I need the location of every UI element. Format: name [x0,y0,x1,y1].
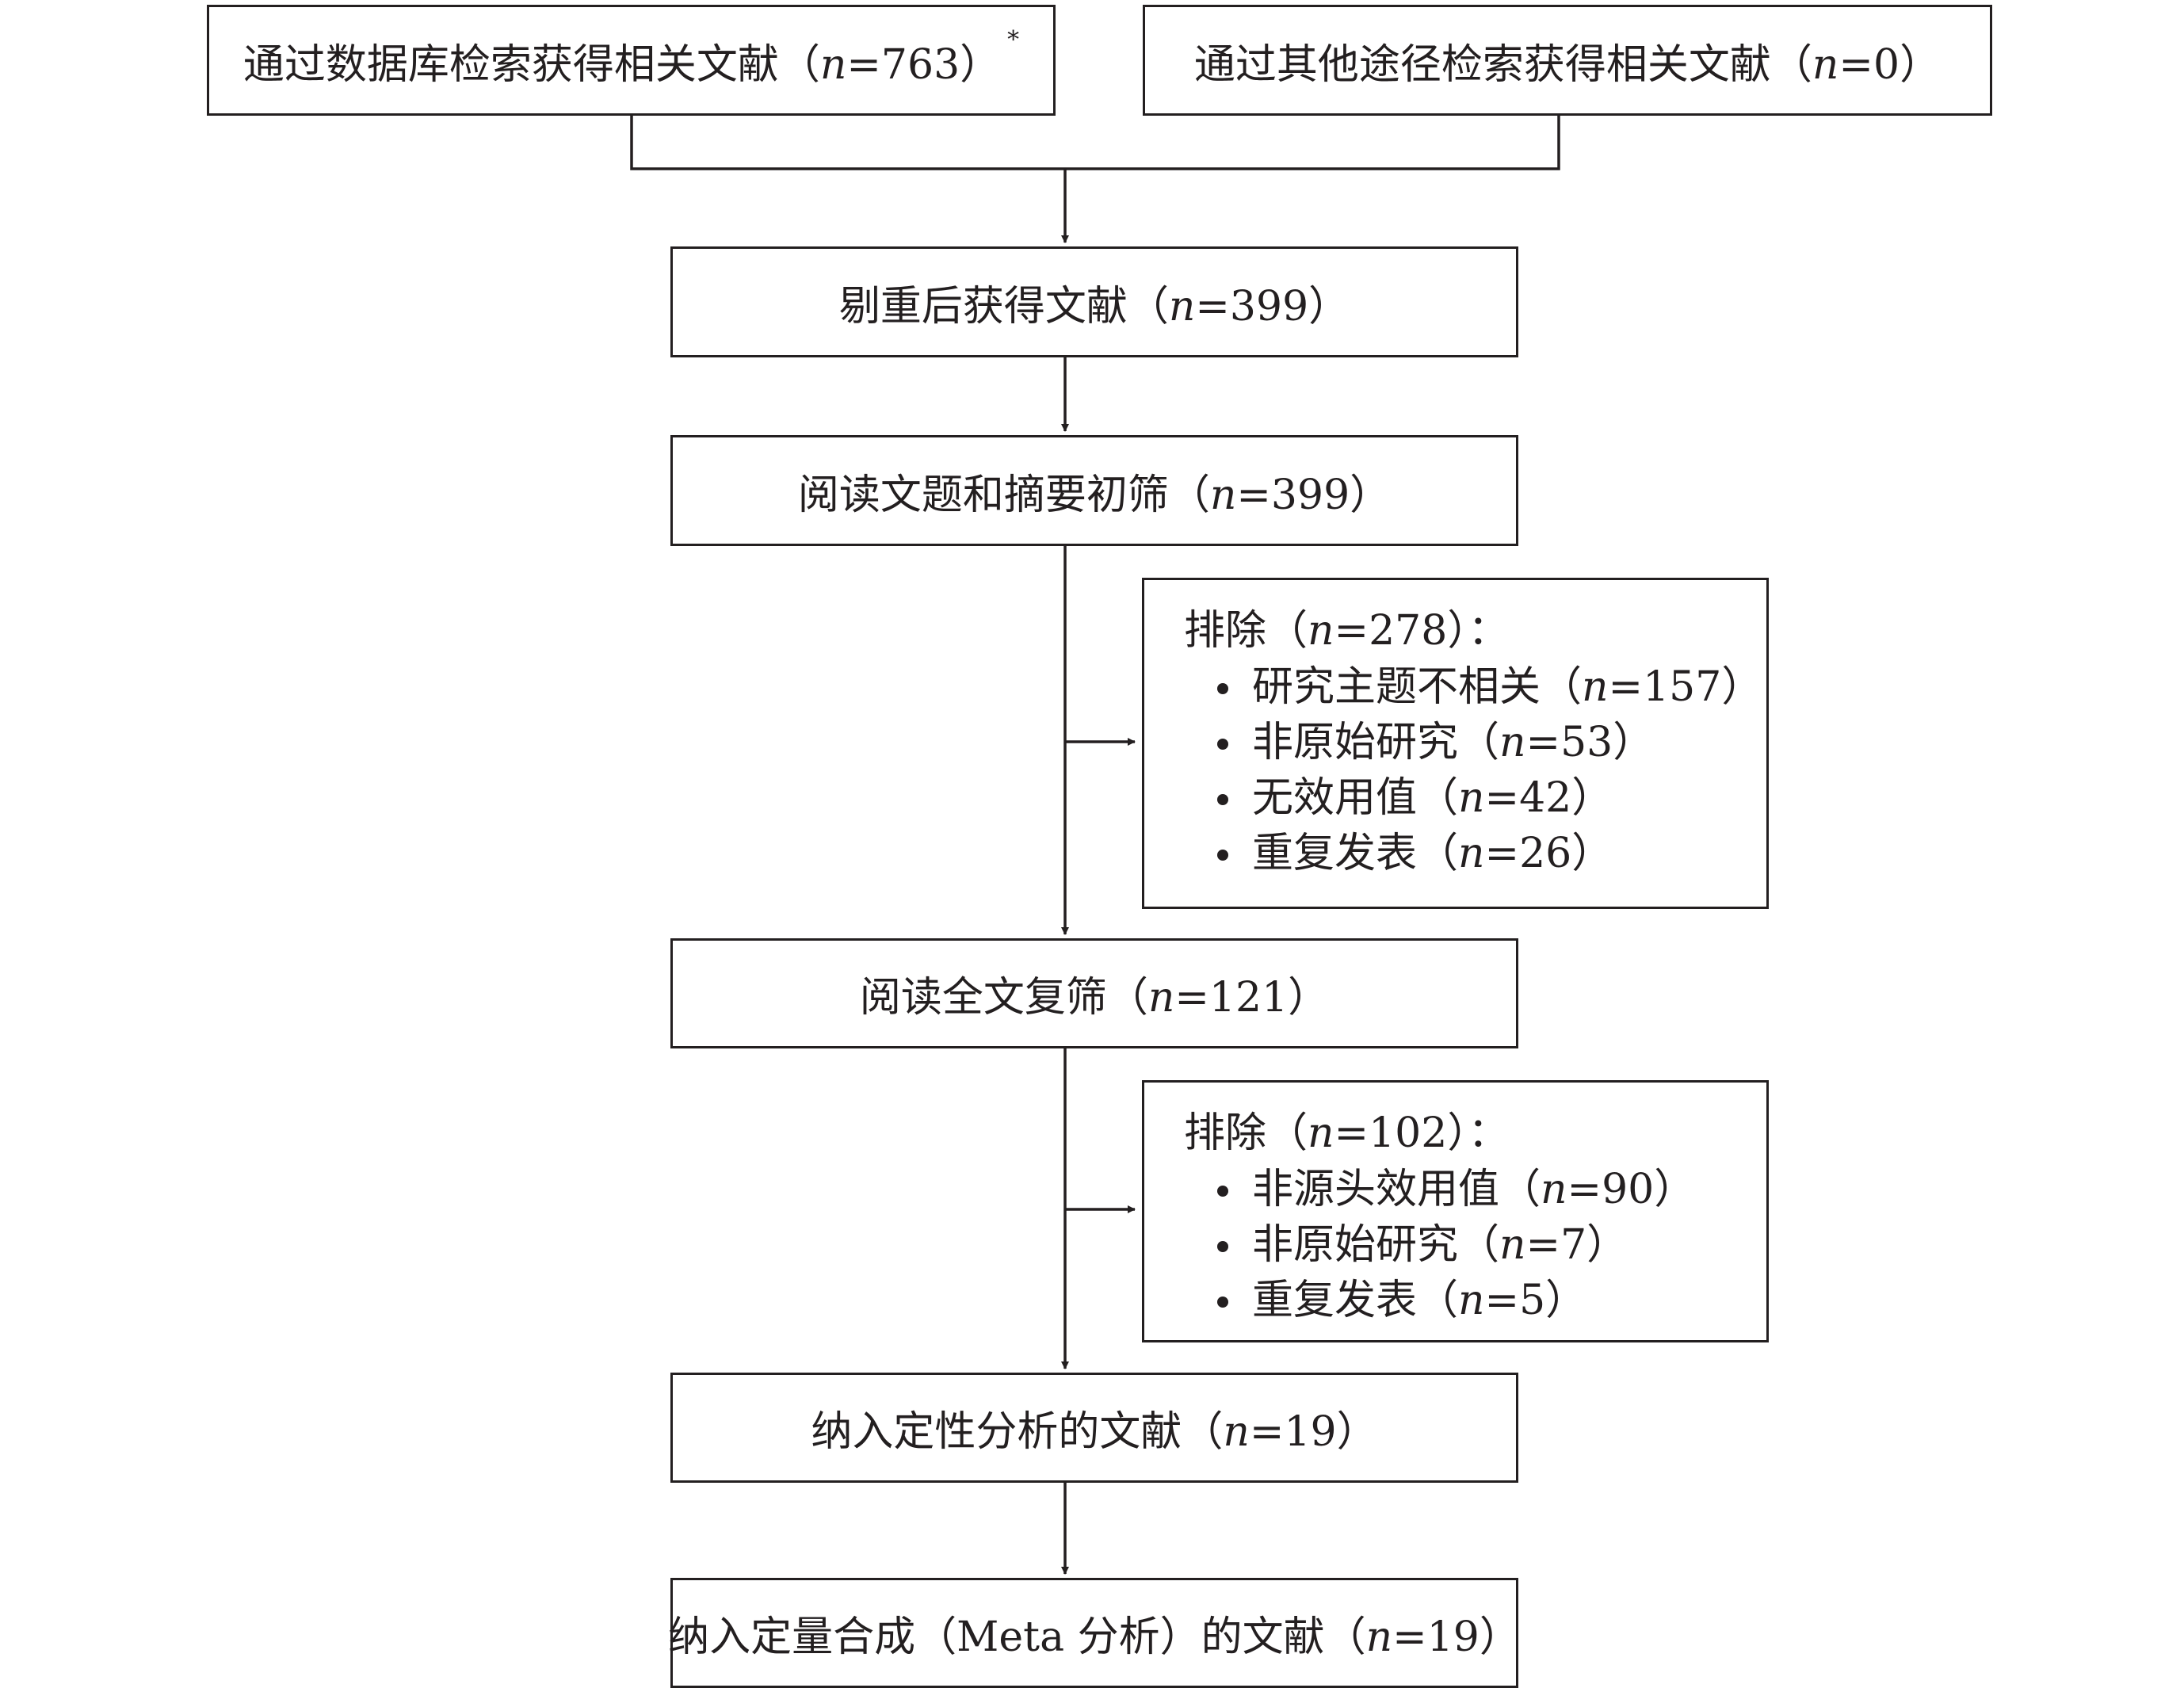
exclusion-box-2: 排除（n=102）： 非源头效用值（n=90） 非原始研究（n=7） 重复发表（… [1142,1080,1769,1342]
exclusion-2-list: 非源头效用值（n=90） 非原始研究（n=7） 重复发表（n=5） [1184,1162,1766,1328]
list-item: 无效用值（n=42） [1212,770,1766,826]
list-item: 非原始研究（n=53） [1212,715,1766,770]
meta-analysis-box: 纳入定量合成（Meta 分析）的文献（n=19） [668,1578,1521,1688]
exclusion-1-list: 研究主题不相关（n=157） 非原始研究（n=53） 无效用值（n=42） 重复… [1184,659,1766,881]
qualitative-analysis-box: 纳入定性分析的文献（n=19） [670,1373,1518,1483]
list-item: 重复发表（n=5） [1212,1273,1766,1328]
deduplicated-text: 剔重后获得文献（n=399） [838,282,1350,330]
list-item: 非源头效用值（n=90） [1212,1162,1766,1217]
title-abstract-screening-box: 阅读文题和摘要初筛（n=399） [670,435,1518,546]
exclusion-2-title: 排除（n=102）： [1184,1109,1510,1157]
merge-connector [630,115,1560,170]
other-sources-box: 通过其他途径检索获得相关文献（n=0） [1143,5,1992,116]
exclusion-1-title: 排除（n=278）： [1184,607,1510,655]
list-item: 重复发表（n=26） [1212,826,1766,881]
meta-analysis-text: 纳入定量合成（Meta 分析）的文献（n=19） [668,1614,1521,1661]
full-text-screening-text: 阅读全文复筛（n=121） [859,974,1330,1022]
deduplicated-box: 剔重后获得文献（n=399） [670,246,1518,357]
qualitative-analysis-text: 纳入定性分析的文献（n=19） [811,1408,1378,1456]
title-abstract-screening-text: 阅读文题和摘要初筛（n=399） [797,471,1392,519]
other-sources-text: 通过其他途径检索获得相关文献（n=0） [1193,40,1942,89]
exclusion-box-1: 排除（n=278）： 研究主题不相关（n=157） 非原始研究（n=53） 无效… [1142,578,1769,909]
full-text-screening-box: 阅读全文复筛（n=121） [670,938,1518,1048]
database-search-text: 通过数据库检索获得相关文献（n=763）* [242,25,1020,89]
database-search-box: 通过数据库检索获得相关文献（n=763）* [207,5,1056,116]
list-item: 研究主题不相关（n=157） [1212,659,1766,715]
list-item: 非原始研究（n=7） [1212,1217,1766,1273]
footnote-asterisk: * [1007,25,1020,54]
